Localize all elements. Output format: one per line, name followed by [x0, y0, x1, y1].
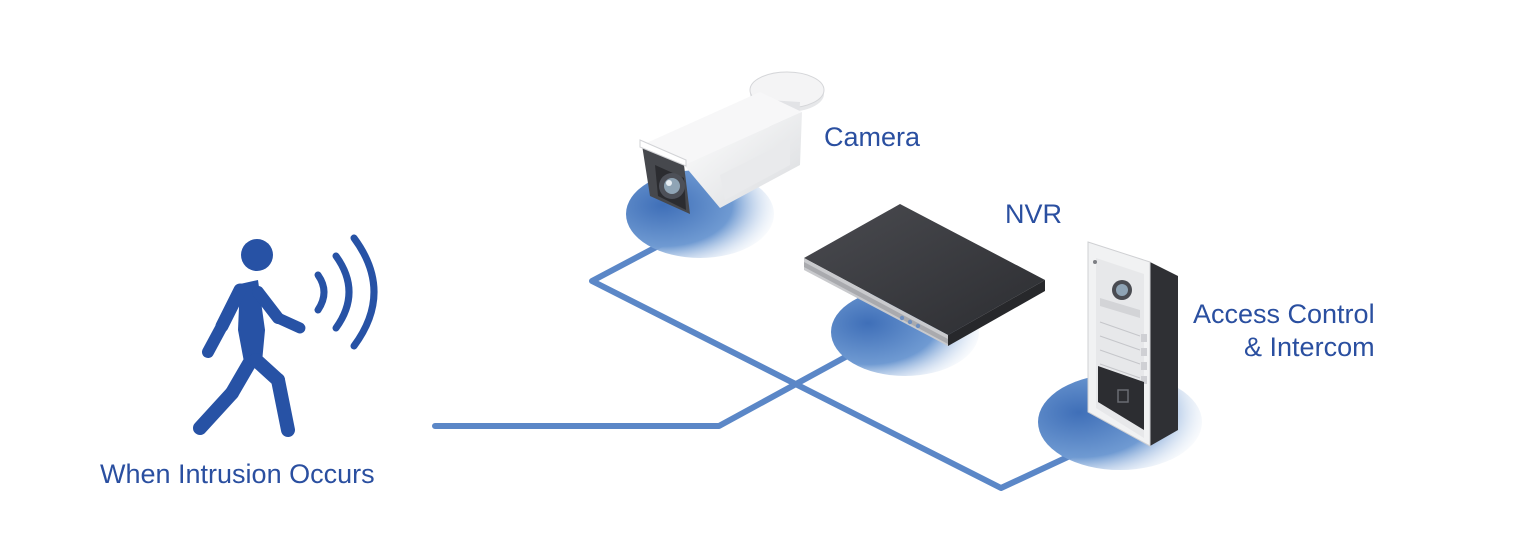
connector-person-to-nvr [432, 345, 865, 429]
connector-lines [432, 241, 1075, 491]
camera-label: Camera [824, 122, 921, 152]
access-control-label-line2: & Intercom [1244, 332, 1375, 362]
door-intercom-icon [1087, 241, 1178, 447]
connector-camera-to-access [589, 241, 1075, 491]
nvr-label: NVR [1005, 199, 1063, 229]
bullet-camera-icon [639, 71, 825, 214]
walking-person-icon [193, 239, 306, 437]
nvr-recorder-icon [804, 204, 1045, 346]
intrusion-label: When Intrusion Occurs [100, 459, 375, 489]
access-control-label: Access Control & Intercom [1193, 298, 1375, 364]
access-control-label-line1: Access Control [1193, 299, 1375, 329]
signal-waves-icon [314, 234, 378, 350]
